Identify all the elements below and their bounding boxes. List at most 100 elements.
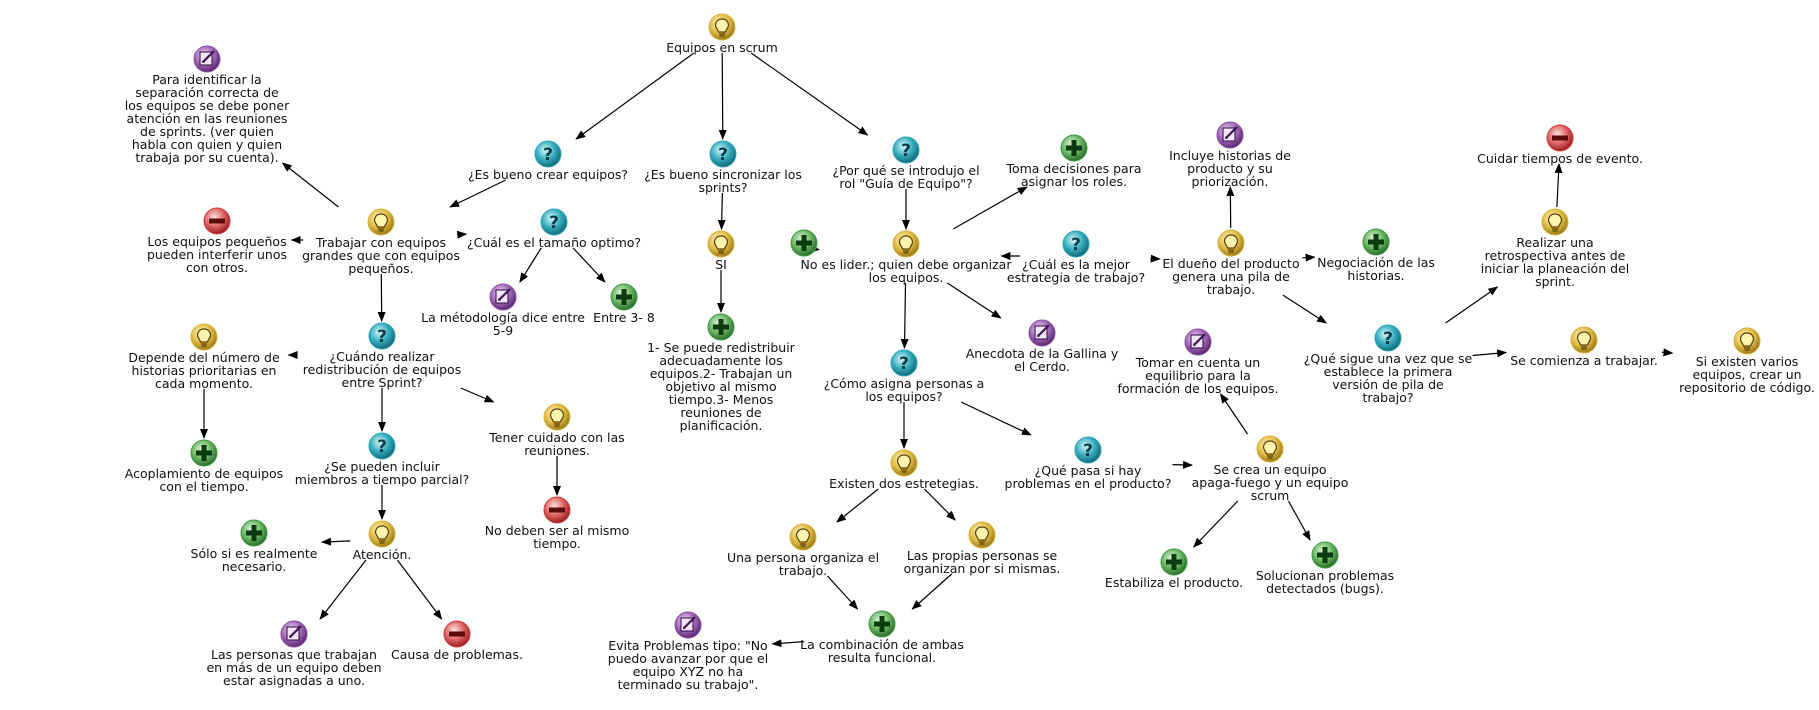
lightbulb-icon[interactable]: [708, 13, 736, 41]
minus-icon[interactable]: [543, 496, 571, 524]
node-n_dos[interactable]: Existen dos estretegias.: [829, 449, 979, 491]
lightbulb-icon[interactable]: [968, 521, 996, 549]
plus-icon[interactable]: [1060, 134, 1088, 162]
node-n_causa[interactable]: Causa de problemas.: [391, 620, 523, 662]
note-icon[interactable]: [280, 620, 308, 648]
lightbulb-icon[interactable]: [190, 323, 218, 351]
question-icon[interactable]: ?: [368, 322, 396, 350]
note-icon[interactable]: [1028, 319, 1056, 347]
node-n_si[interactable]: SI: [707, 230, 735, 272]
note-icon[interactable]: [674, 611, 702, 639]
lightbulb-icon[interactable]: [1570, 326, 1598, 354]
minus-icon[interactable]: [1546, 124, 1574, 152]
lightbulb-icon[interactable]: [892, 230, 920, 258]
node-q_crear[interactable]: ?¿Es bueno crear equipos?: [468, 140, 628, 182]
question-icon[interactable]: ?: [1062, 230, 1090, 258]
edge-n_apaga-to-n_estabiliza: [1193, 500, 1239, 548]
edge-n_dos-to-n_una: [836, 488, 879, 523]
note-icon[interactable]: [1184, 328, 1212, 356]
plus-icon[interactable]: [707, 313, 735, 341]
edge-root-to-q_sincro: [718, 52, 727, 140]
question-icon[interactable]: ?: [892, 136, 920, 164]
lightbulb-icon[interactable]: [1733, 327, 1761, 355]
question-icon[interactable]: ?: [540, 208, 568, 236]
lightbulb-icon[interactable]: [1541, 208, 1569, 236]
lightbulb-icon[interactable]: [890, 449, 918, 477]
plus-icon[interactable]: [1160, 548, 1188, 576]
node-root[interactable]: Equipos en scrum: [666, 13, 778, 55]
plus-icon[interactable]: [868, 610, 896, 638]
node-n_cuidar[interactable]: Cuidar tiempos de evento.: [1477, 124, 1643, 166]
note-icon[interactable]: [489, 283, 517, 311]
lightbulb-icon[interactable]: [789, 523, 817, 551]
question-icon[interactable]: ?: [890, 349, 918, 377]
node-n_nolider[interactable]: [790, 229, 818, 257]
lightbulb-icon[interactable]: [1217, 229, 1245, 257]
node-label-line: sprints?: [698, 180, 747, 195]
plus-icon[interactable]: [240, 519, 268, 547]
lightbulb-icon[interactable]: [367, 208, 395, 236]
minus-icon[interactable]: [203, 207, 231, 235]
node-label-line: Atención.: [353, 547, 412, 562]
node-n_anecdota[interactable]: Anecdota de la Gallina yel Cerdo.: [966, 319, 1119, 374]
plus-icon[interactable]: [790, 229, 818, 257]
node-n_comienza[interactable]: Se comienza a trabajar.: [1510, 326, 1658, 368]
plus-icon[interactable]: [1311, 541, 1339, 569]
node-n_entre[interactable]: Entre 3- 8: [593, 283, 655, 325]
question-icon[interactable]: ?: [534, 140, 562, 168]
question-icon[interactable]: ?: [1074, 436, 1102, 464]
node-n_atencion[interactable]: Atención.: [353, 520, 412, 562]
lightbulb-icon[interactable]: [368, 520, 396, 548]
lightbulb-icon[interactable]: [707, 230, 735, 258]
node-label-line: pequeños.: [348, 261, 413, 276]
lightbulb-icon[interactable]: [1256, 435, 1284, 463]
note-icon[interactable]: [1216, 121, 1244, 149]
plus-icon[interactable]: [190, 439, 218, 467]
minus-icon[interactable]: [443, 620, 471, 648]
note-icon[interactable]: [193, 45, 221, 73]
question-icon[interactable]: ?: [368, 432, 396, 460]
plus-icon[interactable]: [610, 283, 638, 311]
lightbulb-icon[interactable]: [543, 403, 571, 431]
question-icon[interactable]: ?: [1374, 324, 1402, 352]
node-label-line: La combinación de ambas: [800, 637, 964, 652]
node-q_tamano[interactable]: ?¿Cuál es el tamaño optimo?: [467, 208, 641, 250]
node-n_estabiliza[interactable]: Estabiliza el producto.: [1105, 548, 1243, 590]
plus-icon[interactable]: [1362, 228, 1390, 256]
question-icon[interactable]: ?: [709, 140, 737, 168]
